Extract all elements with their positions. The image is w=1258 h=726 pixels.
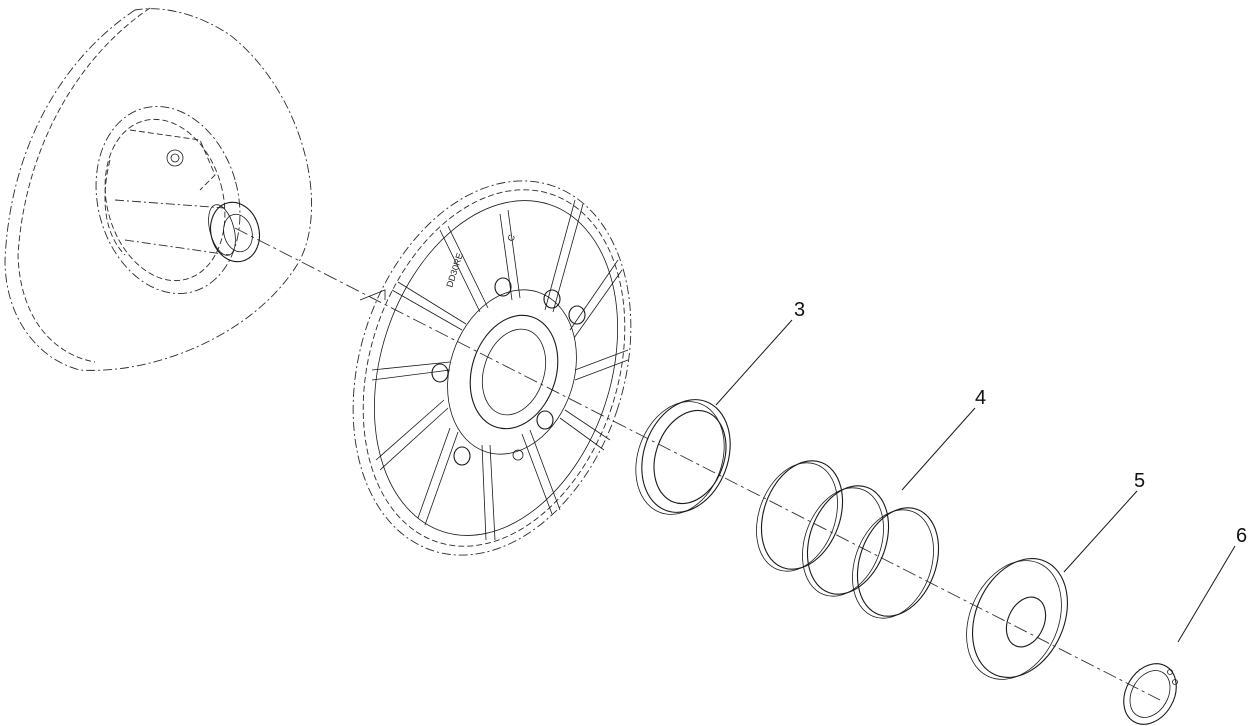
part-3-washer: [635, 399, 731, 515]
leader-6: [1177, 545, 1236, 643]
part-4-spring: [756, 460, 940, 619]
cover-marking: C: [505, 233, 517, 243]
cover-stamp: DD30RE: [444, 252, 464, 289]
leader-4: [901, 407, 976, 491]
assembly-axis: [234, 227, 1161, 701]
leader-5: [1063, 490, 1138, 573]
leader-3: [715, 319, 793, 406]
callout-6: 6: [1236, 525, 1247, 547]
callout-5: 5: [1134, 470, 1145, 492]
sheave-cover: [352, 180, 632, 556]
part-6-snap-ring: [1123, 663, 1178, 725]
fixed-sheave: [4, 7, 312, 371]
callout-3: 3: [794, 299, 805, 321]
shaft-hub: [114, 149, 260, 263]
callout-4: 4: [975, 387, 986, 409]
part-5-spring-retainer: [966, 558, 1069, 680]
